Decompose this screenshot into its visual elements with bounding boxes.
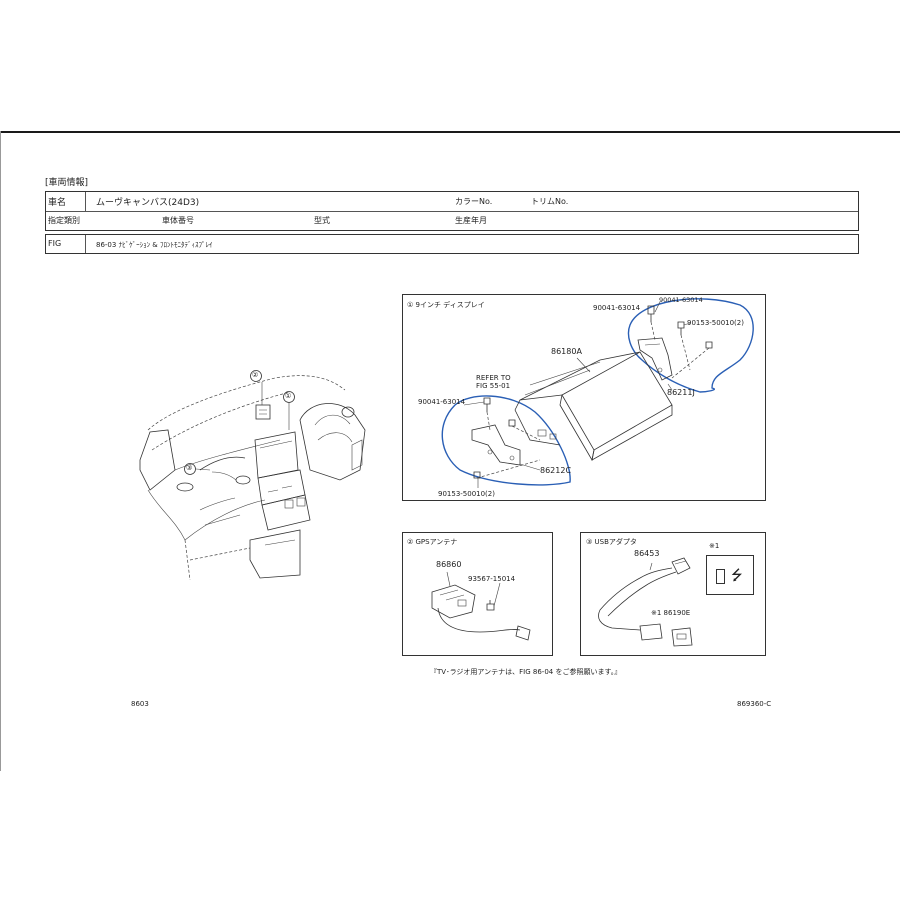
refer-line-1: REFER TO — [476, 374, 511, 382]
part-screw-90153-bottom: 90153-50010(2) — [438, 490, 495, 498]
gps-panel-title: ② GPSアンテナ — [407, 538, 458, 546]
body-number-label: 車体番号 — [162, 216, 194, 225]
hdmi-port-icon — [716, 569, 725, 584]
display-panel — [402, 294, 766, 501]
usb-panel-title: ③ USBアダプタ — [586, 538, 637, 546]
usb-panel — [580, 532, 766, 656]
color-no-label: カラーNo. — [455, 197, 493, 206]
model-label: 型式 — [314, 216, 330, 225]
part-86860: 86860 — [436, 560, 462, 569]
production-date-label: 生産年月 — [455, 216, 487, 225]
fig-value: 86-03 ﾅﾋﾞｹﾞｰｼｮﾝ & ﾌﾛﾝﾄﾓﾆﾀﾃﾞｨｽﾌﾟﾚｲ — [96, 241, 213, 249]
part-screw-90041-left: 90041-63014 — [593, 304, 641, 312]
display-panel-title: ① 9インチ ディスプレイ — [407, 301, 485, 309]
fig-label: FIG — [48, 239, 62, 248]
antenna-footnote: 『TV･ラジオ用アンテナは、FIG 86-04 をご参照願います。』 — [430, 668, 622, 676]
top-rule — [0, 131, 900, 133]
overview-callout-2: ② — [252, 371, 259, 379]
left-rule — [0, 131, 1, 771]
fig-row — [45, 234, 859, 254]
part-86211j: 86211J — [667, 388, 695, 397]
vehicle-info-table — [45, 191, 859, 231]
trim-no-label: トリムNo. — [531, 197, 569, 206]
part-86190e: ※1 86190E — [651, 609, 691, 617]
part-86180a: 86180A — [551, 347, 582, 356]
overview-callout-3: ③ — [186, 464, 193, 472]
part-screw-90041-side: 90041-63014 — [418, 398, 466, 406]
page-code-right: 869360-C — [737, 700, 772, 708]
part-screw-90041-top: 90041-63014 — [659, 296, 703, 304]
usb-symbol-icon: ⭍ — [731, 568, 743, 584]
usb-port-inset: ⭍ — [706, 555, 754, 595]
section-label: [車両情報] — [45, 178, 89, 188]
part-screw-93567: 93567-15014 — [468, 575, 516, 583]
usb-note-mark: ※1 — [709, 542, 720, 550]
refer-line-2: FIG 55-01 — [476, 382, 511, 390]
page-code-left: 8603 — [131, 700, 149, 708]
overview-callout-1: ① — [285, 392, 292, 400]
gps-panel — [402, 532, 553, 656]
vehicle-name-label: 車名 — [48, 198, 67, 208]
part-screw-90153-top: 90153-50010(2) — [687, 319, 744, 327]
part-86453: 86453 — [634, 549, 660, 558]
vehicle-name-value: ムーヴキャンバス(24D3) — [96, 198, 200, 208]
part-86212c: 86212C — [540, 466, 572, 475]
designation-label: 指定類別 — [48, 216, 80, 225]
